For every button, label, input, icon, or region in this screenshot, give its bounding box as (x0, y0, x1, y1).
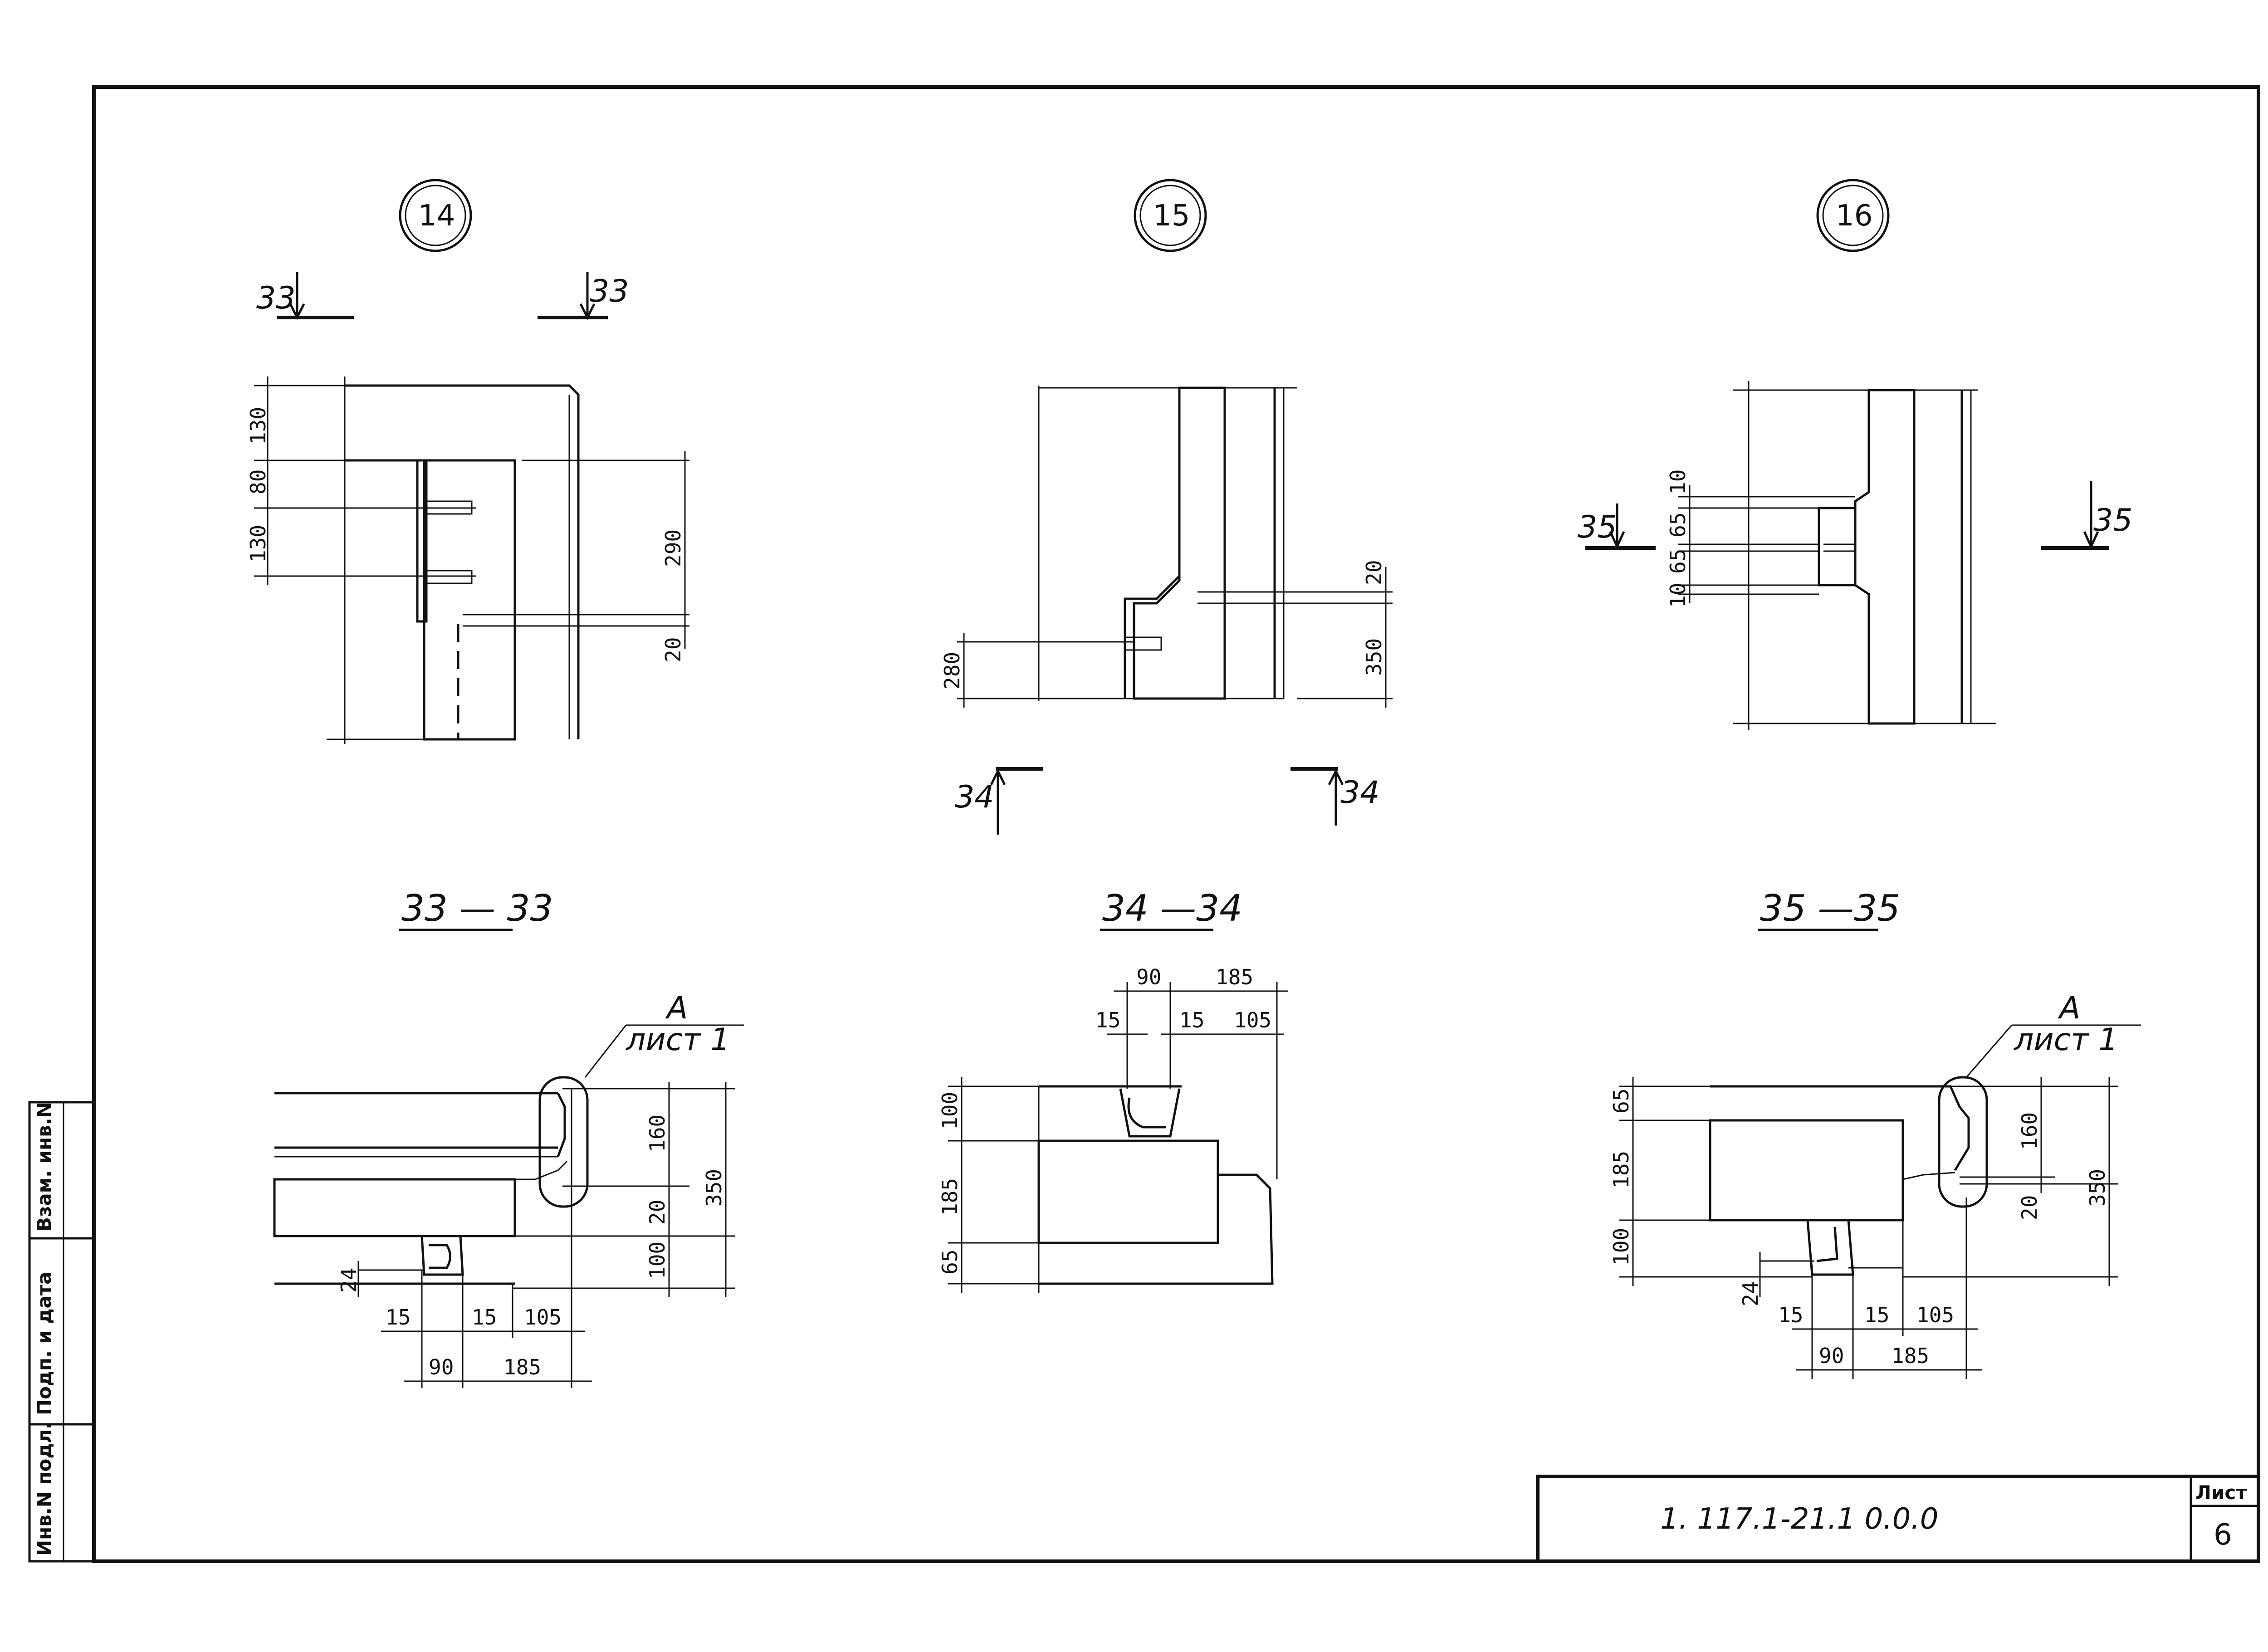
svg-text:35: 35 (1578, 509, 1617, 545)
section-33-drawing (273, 1024, 744, 1388)
dim-s35-20: 20 (2017, 1195, 2042, 1220)
svg-text:14: 14 (418, 199, 455, 233)
title-block: 1. 117.1-21.1 0.0.0 Лист 6 (1536, 1475, 2260, 1563)
dim-d14-290: 290 (661, 529, 685, 567)
dim-d16-65a: 65 (1666, 513, 1690, 538)
svg-text:33: 33 (256, 280, 296, 316)
dim-s35-185h: 185 (1892, 1344, 1929, 1368)
sheet-number: 6 (2214, 1518, 2232, 1552)
dim-d16-10a: 10 (1666, 469, 1690, 494)
node-marker-16: 16 (1816, 179, 1890, 252)
dim-d14-20: 20 (661, 637, 685, 662)
section-title-33: 33 — 33 (401, 887, 553, 929)
dim-s34-105: 105 (1234, 1008, 1271, 1032)
node-marker-14: 14 (399, 179, 472, 252)
node-marker-15: 15 (1134, 179, 1207, 252)
dim-s34-15a: 15 (1095, 1008, 1120, 1032)
svg-text:34: 34 (955, 779, 994, 815)
cut-marker-34-right: 34 (1290, 767, 1380, 826)
dim-s35-90: 90 (1819, 1344, 1844, 1368)
cut-marker-34-left: 34 (955, 767, 1043, 835)
cut-marker-35-right: 35 (2041, 481, 2133, 550)
detail-15-drawing (957, 386, 1393, 708)
dim-s34-100: 100 (938, 1092, 962, 1129)
dim-d14-80: 80 (246, 469, 270, 494)
cut-marker-35-left: 35 (1578, 503, 1656, 550)
dim-s33-20: 20 (645, 1200, 670, 1225)
stamp-replace-inv: Взам. инв.N (33, 1102, 55, 1232)
dim-s35-160: 160 (2017, 1112, 2042, 1150)
callout-a-35: А (2058, 990, 2081, 1026)
dim-s35-24: 24 (1738, 1281, 1763, 1306)
dim-s33-90: 90 (429, 1355, 454, 1379)
dim-s35-105: 105 (1916, 1303, 1954, 1327)
detail-16-drawing (1678, 381, 1996, 730)
dim-s34-65: 65 (938, 1250, 962, 1275)
dim-s35-15a: 15 (1778, 1303, 1803, 1327)
svg-text:35: 35 (2093, 503, 2133, 538)
sheet-label: Лист (2195, 1481, 2247, 1504)
svg-text:15: 15 (1153, 199, 1190, 233)
svg-text:33: 33 (590, 274, 629, 309)
dim-s33-24: 24 (337, 1268, 361, 1293)
dim-s34-90: 90 (1136, 965, 1161, 989)
section-title-34: 34 —34 (1102, 887, 1242, 929)
dim-d15-20: 20 (1362, 560, 1386, 585)
stamp-inv-orig: Инв.N подл. (33, 1422, 55, 1556)
dim-d15-350: 350 (1362, 638, 1386, 676)
dim-s33-100: 100 (645, 1241, 670, 1279)
dim-s35-100: 100 (1609, 1228, 1633, 1266)
dim-s34-185v: 185 (938, 1178, 962, 1216)
doc-code: 1. 117.1-21.1 0.0.0 (1660, 1502, 1938, 1536)
svg-text:34: 34 (1340, 775, 1380, 811)
cut-marker-33-right: 33 (538, 272, 629, 320)
cut-marker-33-left: 33 (256, 272, 354, 320)
section-title-35: 35 —35 (1760, 887, 1900, 929)
dim-s33-350: 350 (702, 1169, 726, 1207)
dim-d15-280: 280 (940, 652, 964, 689)
dim-d14-130a: 130 (246, 407, 270, 445)
detail-14-drawing (254, 376, 689, 744)
dim-s33-15b: 15 (472, 1305, 497, 1329)
dim-s33-105: 105 (524, 1305, 562, 1329)
dim-d16-10b: 10 (1666, 583, 1690, 608)
dim-s35-350: 350 (2085, 1169, 2110, 1207)
section-34-drawing (948, 982, 1288, 1293)
dim-s35-185: 185 (1609, 1151, 1633, 1188)
dim-s35-15b: 15 (1864, 1303, 1889, 1327)
callout-sheet-33: лист 1 (625, 1022, 730, 1058)
dim-s34-185: 185 (1216, 965, 1253, 989)
dim-s33-15a: 15 (386, 1305, 411, 1329)
dim-s34-15b: 15 (1179, 1008, 1204, 1032)
dim-d14-130b: 130 (246, 525, 270, 562)
stamp-sign-date: Подп. и дата (33, 1271, 55, 1415)
dim-d16-65b: 65 (1666, 549, 1690, 574)
dim-s35-65: 65 (1609, 1089, 1633, 1114)
svg-text:16: 16 (1836, 199, 1872, 233)
callout-a-33: А (665, 990, 688, 1026)
section-35-drawing (1619, 1024, 2141, 1379)
stamp-column: Инв.N подл. Подп. и дата Взам. инв.N (28, 1101, 95, 1563)
callout-sheet-35: лист 1 (2013, 1022, 2118, 1058)
dim-s33-185: 185 (503, 1355, 541, 1379)
sheet-frame (92, 85, 2260, 1563)
dim-s33-160: 160 (645, 1114, 670, 1152)
